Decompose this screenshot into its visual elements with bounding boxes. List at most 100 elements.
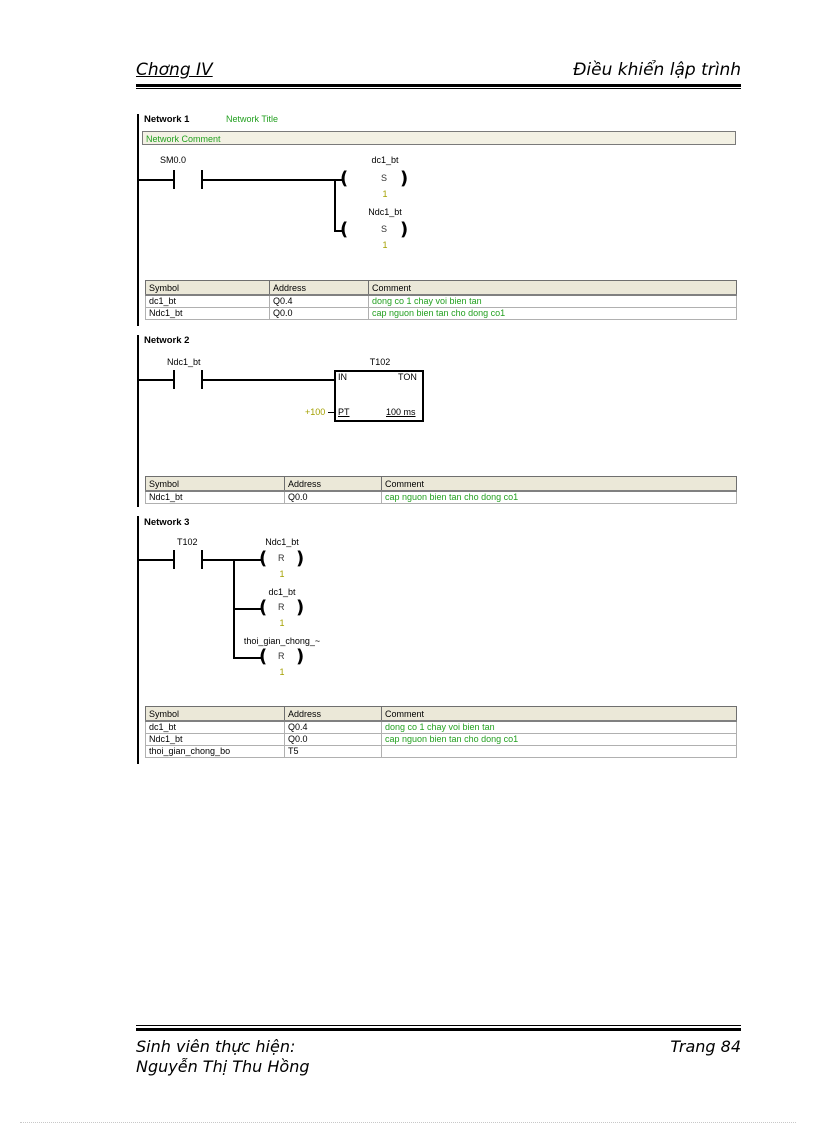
branch-wire: [233, 608, 261, 610]
branch-wire: [334, 179, 336, 232]
col-symbol[interactable]: Symbol: [145, 476, 285, 492]
coil-op: S: [381, 224, 388, 234]
coil-icon: ): [296, 646, 305, 667]
power-rail: [137, 114, 139, 326]
power-rail: [137, 516, 139, 764]
address-cell: Q0.0: [269, 307, 369, 320]
coil-icon: ): [400, 168, 409, 189]
table-row[interactable]: Ndc1_bt Q0.0 cap nguon bien tan cho dong…: [145, 490, 737, 504]
coil-icon: ): [296, 548, 305, 569]
contact-label: Ndc1_bt: [167, 357, 201, 367]
comment-cell: cap nguon bien tan cho dong co1: [381, 490, 737, 504]
coil-label: dc1_bt: [268, 587, 296, 597]
address-cell: Q0.0: [284, 490, 382, 504]
preset-wire: [328, 412, 334, 413]
coil-count: 1: [279, 618, 285, 628]
comment-cell: dong co 1 chay voi bien tan: [368, 294, 737, 308]
page-number: Trang 84: [670, 1037, 741, 1056]
symbol-cell: dc1_bt: [145, 720, 285, 734]
coil-label: dc1_bt: [371, 155, 399, 165]
symbol-cell: Ndc1_bt: [145, 490, 285, 504]
coil-icon: (: [340, 168, 349, 189]
footer-label: Sinh viên thực hiện:: [136, 1037, 296, 1056]
table-row[interactable]: dc1_bt Q0.4 dong co 1 chay voi bien tan: [145, 294, 737, 308]
col-comment[interactable]: Comment: [381, 706, 737, 722]
network-label: Network 3: [144, 517, 190, 528]
col-comment[interactable]: Comment: [381, 476, 737, 492]
network-comment[interactable]: Network Comment: [142, 131, 736, 145]
rung-wire: [139, 379, 174, 381]
footer-name: Nguyễn Thị Thu Hồng: [136, 1057, 310, 1076]
page-header: Chơng IV Điều khiển lập trình: [136, 60, 741, 84]
header-rule-thin: [136, 88, 741, 89]
coil-icon: (: [259, 646, 268, 667]
branch-wire: [233, 657, 261, 659]
rung-wire: [139, 179, 174, 181]
network-title[interactable]: Network Title: [226, 114, 279, 124]
contact-label: SM0.0: [160, 155, 187, 165]
rung-wire: [202, 379, 335, 381]
coil-label: thoi_gian_chong_~: [243, 636, 321, 646]
timer-label: T102: [369, 357, 391, 367]
contact-no-icon[interactable]: [173, 550, 175, 569]
timer-type: TON: [398, 372, 417, 382]
contact-label: T102: [177, 537, 198, 547]
symbol-cell: Ndc1_bt: [145, 307, 270, 320]
branch-wire: [334, 230, 342, 232]
timer-base: 100 ms: [386, 407, 416, 417]
footer-rule: [136, 1028, 741, 1031]
coil-count: 1: [382, 189, 388, 199]
network-label: Network 2: [144, 335, 190, 346]
col-address[interactable]: Address: [269, 280, 369, 296]
coil-icon: (: [259, 548, 268, 569]
chapter-label: Chơng IV: [136, 60, 213, 80]
address-cell: T5: [284, 745, 382, 758]
footer-author: Sinh viên thực hiện: Nguyễn Thị Thu Hồng: [136, 1037, 310, 1077]
symbol-table: Symbol Address Comment dc1_bt Q0.4 dong …: [145, 706, 737, 758]
address-cell: Q0.0: [284, 733, 382, 746]
table-row[interactable]: Ndc1_bt Q0.0 cap nguon bien tan cho dong…: [145, 307, 737, 320]
comment-cell: cap nguon bien tan cho dong co1: [381, 733, 737, 746]
table-row[interactable]: Ndc1_bt Q0.0 cap nguon bien tan cho dong…: [145, 733, 737, 746]
coil-count: 1: [279, 569, 285, 579]
address-cell: Q0.4: [284, 720, 382, 734]
footer-rule-thin: [136, 1025, 741, 1026]
comment-cell: dong co 1 chay voi bien tan: [381, 720, 737, 734]
contact-no-icon[interactable]: [173, 170, 175, 189]
timer-pt-pin: PT: [338, 407, 350, 417]
col-comment[interactable]: Comment: [368, 280, 737, 296]
table-row[interactable]: dc1_bt Q0.4 dong co 1 chay voi bien tan: [145, 720, 737, 734]
symbol-table: Symbol Address Comment dc1_bt Q0.4 dong …: [145, 280, 737, 320]
coil-icon: (: [259, 597, 268, 618]
rung-wire: [202, 559, 262, 561]
comment-cell: cap nguon bien tan cho dong co1: [368, 307, 737, 320]
network-label: Network 1: [144, 114, 190, 125]
coil-label: Ndc1_bt: [265, 537, 299, 547]
address-cell: Q0.4: [269, 294, 369, 308]
comment-cell: [381, 745, 737, 758]
table-row[interactable]: thoi_gian_chong_bo T5: [145, 745, 737, 758]
col-address[interactable]: Address: [284, 476, 382, 492]
coil-count: 1: [382, 240, 388, 250]
header-rule: [136, 84, 741, 87]
coil-op: R: [278, 651, 285, 661]
rung-wire: [139, 559, 174, 561]
col-symbol[interactable]: Symbol: [145, 280, 270, 296]
coil-op: R: [278, 602, 285, 612]
coil-count: 1: [279, 667, 285, 677]
rung-wire: [202, 179, 342, 181]
coil-label: Ndc1_bt: [368, 207, 402, 217]
power-rail: [137, 335, 139, 507]
header-title: Điều khiển lập trình: [573, 60, 741, 80]
coil-icon: (: [340, 219, 349, 240]
col-symbol[interactable]: Symbol: [145, 706, 285, 722]
coil-op: R: [278, 553, 285, 563]
col-address[interactable]: Address: [284, 706, 382, 722]
symbol-cell: Ndc1_bt: [145, 733, 285, 746]
coil-icon: ): [296, 597, 305, 618]
contact-no-icon[interactable]: [173, 370, 175, 389]
timer-preset[interactable]: +100: [305, 407, 326, 417]
symbol-cell: thoi_gian_chong_bo: [145, 745, 285, 758]
timer-box: [334, 370, 424, 422]
symbol-table: Symbol Address Comment Ndc1_bt Q0.0 cap …: [145, 476, 737, 504]
